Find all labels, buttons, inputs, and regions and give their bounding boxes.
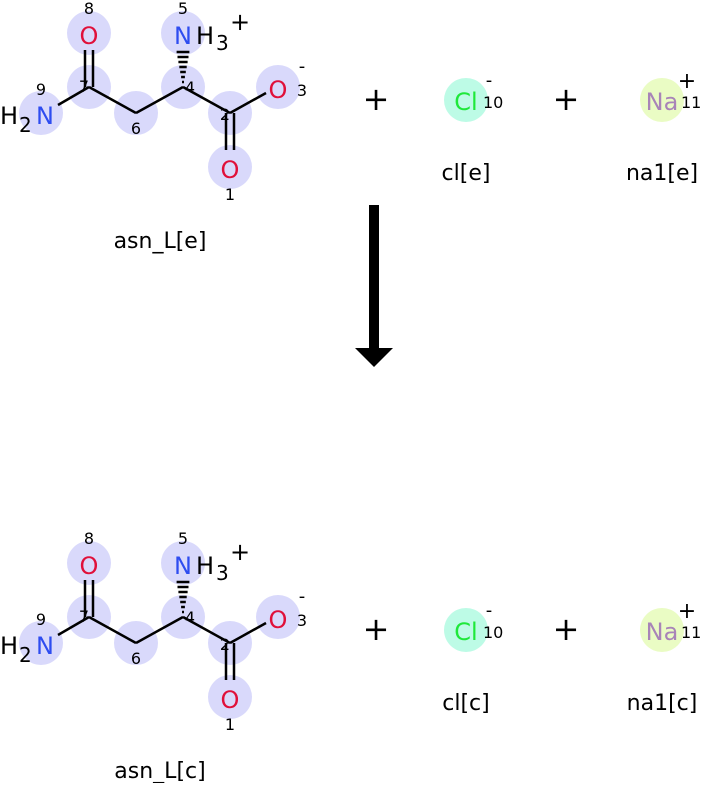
compound-label: na1[c] [627, 691, 698, 716]
atom-index: 6 [131, 649, 141, 668]
subscript-label: 2 [19, 113, 32, 137]
atom-label-oxygen: O [221, 686, 240, 714]
plus-sign: + [553, 80, 580, 118]
atom-index: 7 [79, 607, 89, 626]
charge-label: + [230, 538, 250, 566]
atom-highlight [208, 675, 252, 719]
atom-label-oxygen: O [80, 552, 99, 580]
compound-label: cl[e] [442, 161, 491, 186]
atom-label-oxygen: O [80, 22, 99, 50]
compound-label: cl[c] [442, 691, 489, 716]
subscript-label: 2 [19, 643, 32, 667]
atom-index: 10 [483, 623, 503, 642]
atom-label: Cl [454, 618, 477, 646]
atom-index: 4 [185, 78, 195, 97]
atom-index: 4 [185, 608, 195, 627]
atom-index: 11 [681, 93, 701, 112]
atom-highlight [640, 608, 684, 652]
atom-highlight [161, 11, 205, 55]
atom-highlight [640, 78, 684, 122]
atom-highlight [444, 608, 488, 652]
plus-sign: + [363, 610, 390, 648]
compound-label: asn_L[c] [114, 759, 205, 783]
atom-highlight [208, 145, 252, 189]
atom-index: 7 [79, 77, 89, 96]
atom-index: 1 [225, 185, 235, 204]
chloride-ion: Cl 10 - cl[c] [442, 600, 503, 716]
bond [182, 85, 231, 115]
atom-index: 10 [483, 93, 503, 112]
atom-label-oxygen: O [221, 156, 240, 184]
atom-index: 2 [220, 105, 230, 124]
charge-label: + [230, 8, 250, 36]
chloride-ion: Cl 10 - cl[e] [442, 70, 504, 186]
bond [57, 85, 90, 107]
atom-index: 3 [297, 81, 307, 100]
bond [182, 615, 231, 645]
atom-index: 8 [84, 0, 94, 18]
atom-index: 5 [178, 529, 188, 548]
atom-label: Na [646, 618, 679, 646]
charge-label: - [299, 586, 306, 607]
atom-highlight [161, 541, 205, 585]
atom-index: 8 [84, 529, 94, 548]
atom-label-oxygen: O [269, 76, 288, 104]
hydrogen-label: H [0, 632, 18, 660]
atom-index: 1 [225, 715, 235, 734]
charge-label: + [678, 599, 696, 624]
atom-label-nitrogen: N [36, 102, 54, 130]
subscript-label: 3 [216, 561, 229, 585]
atom-highlight [67, 541, 111, 585]
bond [229, 621, 267, 645]
atom-label-nitrogen: N [174, 552, 192, 580]
bond [57, 615, 90, 637]
atom-highlight [444, 78, 488, 122]
atom-index: 6 [131, 119, 141, 138]
bond [135, 615, 184, 645]
bond [229, 91, 267, 115]
charge-label: - [486, 70, 493, 91]
atom-index: 9 [36, 80, 46, 99]
atom-index: 5 [178, 0, 188, 18]
atom-label: Cl [454, 88, 477, 116]
charge-label: - [486, 600, 493, 621]
atom-label-nitrogen: N [36, 632, 54, 660]
atom-highlight [256, 595, 300, 639]
bond [135, 85, 184, 115]
atom-highlight [19, 621, 63, 665]
hydrogen-label: H [196, 552, 214, 580]
plus-sign: + [553, 610, 580, 648]
atom-label-oxygen: O [269, 606, 288, 634]
hydrogen-label: H [0, 102, 18, 130]
hydrogen-label: H [196, 22, 214, 50]
atom-highlight [19, 91, 63, 135]
bond [88, 85, 137, 115]
atom-highlight [256, 65, 300, 109]
arrow-shaft [369, 205, 379, 350]
charge-label: - [299, 56, 306, 77]
compound-label: asn_L[e] [114, 229, 207, 254]
atom-label: Na [646, 88, 679, 116]
atom-label-nitrogen: N [174, 22, 192, 50]
atom-index: 9 [36, 610, 46, 629]
compound-label: na1[e] [626, 161, 698, 186]
subscript-label: 3 [216, 31, 229, 55]
atom-index: 3 [297, 611, 307, 630]
reaction-arrow [355, 205, 393, 367]
atom-index: 11 [681, 623, 701, 642]
atom-index: 2 [220, 635, 230, 654]
charge-label: + [678, 69, 696, 94]
bond [88, 615, 137, 645]
atom-highlight [67, 11, 111, 55]
plus-sign: + [363, 80, 390, 118]
arrow-head [355, 348, 393, 367]
